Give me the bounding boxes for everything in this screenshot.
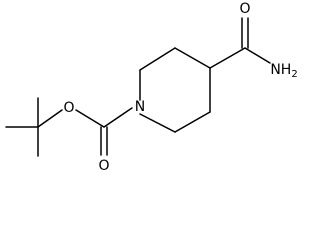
ring-bond-c3-c4 — [174, 47, 211, 69]
ring-bond-c5-c6 — [174, 111, 211, 133]
bond-carbamate-c-o — [75, 109, 105, 128]
bond-n-carbamate-carbon — [103, 107, 133, 128]
bond-c4-amide-carbon — [209, 47, 246, 69]
chemical-structure-diagram: O NH2 N O O — [5, 1, 298, 174]
ring-bond-c2-c3 — [139, 47, 176, 71]
ring-nitrogen-label: N — [135, 99, 145, 115]
bond-amide-c-n — [244, 47, 271, 64]
bond-o-tbutyl — [37, 109, 63, 128]
atom-labels: O NH2 N O O — [63, 1, 297, 174]
carbamate-carbonyl-oxygen-label: O — [98, 158, 109, 174]
amide-nitrogen-label: NH2 — [270, 62, 297, 80]
amide-carbonyl-oxygen-label: O — [239, 1, 250, 17]
carbamate-ether-oxygen-label: O — [63, 100, 74, 116]
bond-lines — [5, 17, 271, 157]
ring-bond-c6-n — [139, 113, 176, 133]
